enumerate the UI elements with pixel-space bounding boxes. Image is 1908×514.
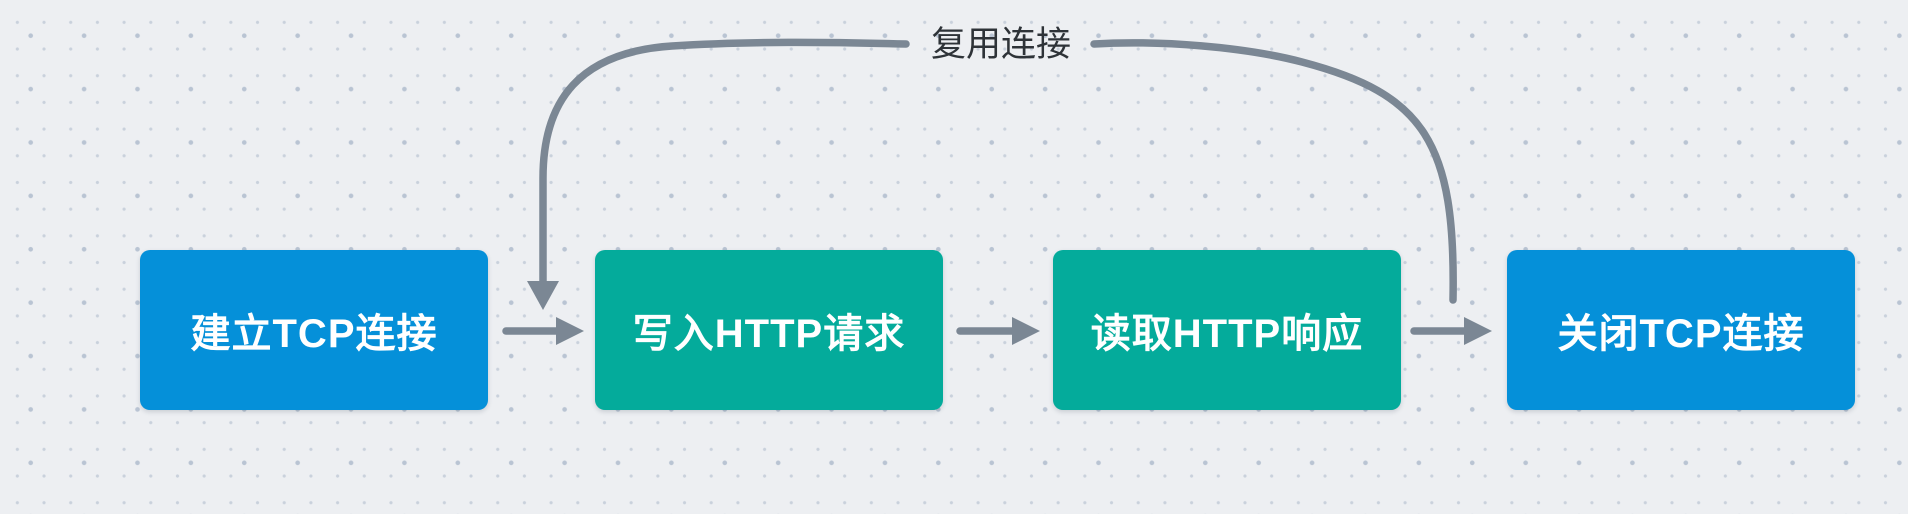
node-label: 建立TCP连接 xyxy=(190,312,438,356)
node-write-http-request: 写入HTTP请求 xyxy=(595,250,943,410)
node-establish-tcp-connection: 建立TCP连接 xyxy=(140,250,488,410)
connector-arrowhead-right xyxy=(1464,317,1492,345)
edge-establish-to-write xyxy=(502,317,584,345)
node-label: 读取HTTP响应 xyxy=(1090,312,1364,356)
reuse-curve-arrowhead-down xyxy=(527,281,559,310)
node-label: 关闭TCP连接 xyxy=(1557,312,1805,356)
node-label: 写入HTTP请求 xyxy=(632,312,906,356)
connector-arrowhead-right xyxy=(556,317,584,345)
connector-arrowhead-right xyxy=(1012,317,1040,345)
edge-write-to-read xyxy=(956,317,1040,345)
reuse-connection-label: 复用连接 xyxy=(930,25,1071,64)
edge-read-to-close xyxy=(1410,317,1492,345)
node-read-http-response: 读取HTTP响应 xyxy=(1053,250,1401,410)
node-close-tcp-connection: 关闭TCP连接 xyxy=(1507,250,1855,410)
